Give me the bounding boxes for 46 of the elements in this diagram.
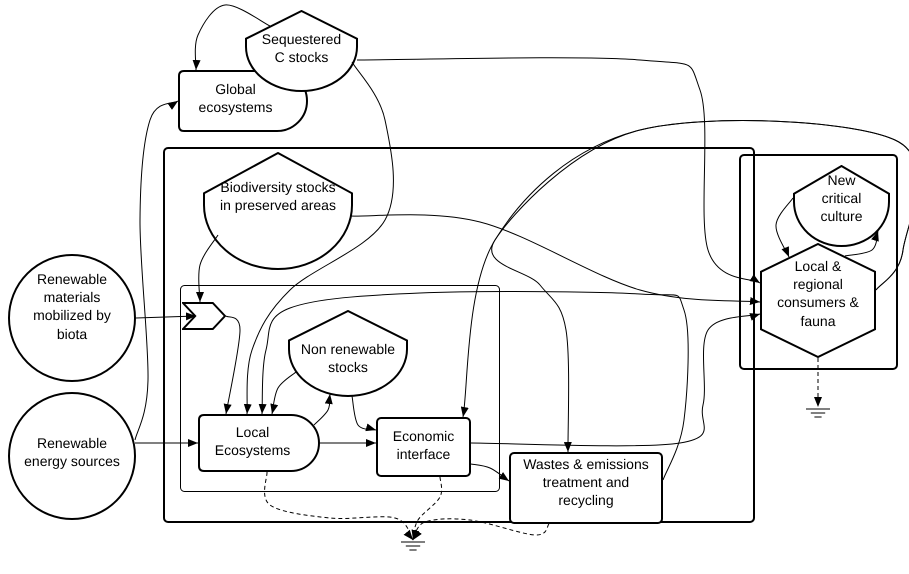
process-box [180, 285, 500, 492]
dashed-arrow [264, 472, 414, 540]
arrow [134, 100, 178, 440]
node-label: Non renewable stocks [300, 340, 396, 376]
arrow [352, 396, 376, 432]
arrow [470, 464, 510, 482]
source-circle [8, 254, 136, 382]
process-box [376, 417, 471, 477]
arrow [314, 394, 334, 426]
consumer-hexagon [760, 243, 876, 358]
producer-shape [198, 414, 320, 472]
dashed-arrow [411, 476, 442, 540]
arrow [776, 198, 794, 258]
node-label: Economic interface [392, 427, 456, 464]
process-box [739, 154, 898, 370]
arrow [491, 120, 909, 452]
node-label: New critical culture [819, 171, 864, 226]
process-box [509, 452, 663, 524]
storage-tank-shape [203, 152, 353, 270]
arrow [196, 234, 218, 302]
source-circle [8, 392, 136, 520]
arrow [350, 214, 760, 306]
arrow [192, 4, 270, 70]
arrow [224, 316, 240, 414]
node-label: Renewable energy sources [23, 434, 121, 470]
interaction-chevron [182, 302, 226, 330]
arrow [356, 57, 760, 284]
arrow [470, 312, 760, 446]
arrow [136, 312, 196, 320]
node-label: Wastes & emissions treatment and recycling [522, 455, 650, 510]
arrow [320, 439, 376, 447]
node-label: Renewable materials mobilized by biota [32, 270, 112, 343]
node-label: Sequestered C stocks [260, 30, 342, 66]
arrow [270, 372, 296, 414]
storage-tank-shape [288, 310, 408, 397]
arrow [134, 439, 198, 447]
arrow [258, 291, 689, 480]
dashed-arrow [412, 518, 550, 540]
node-label: Local & regional consumers & fauna [777, 257, 859, 330]
dashed-arrow [814, 358, 822, 408]
node-label: Biodiversity stocks in preserved areas [219, 178, 337, 214]
node-label: Global ecosystems [198, 80, 274, 116]
process-box [163, 147, 755, 523]
node-label: Local Ecosystems [214, 423, 292, 460]
arrow [243, 62, 394, 414]
storage-tank-shape [793, 165, 890, 247]
